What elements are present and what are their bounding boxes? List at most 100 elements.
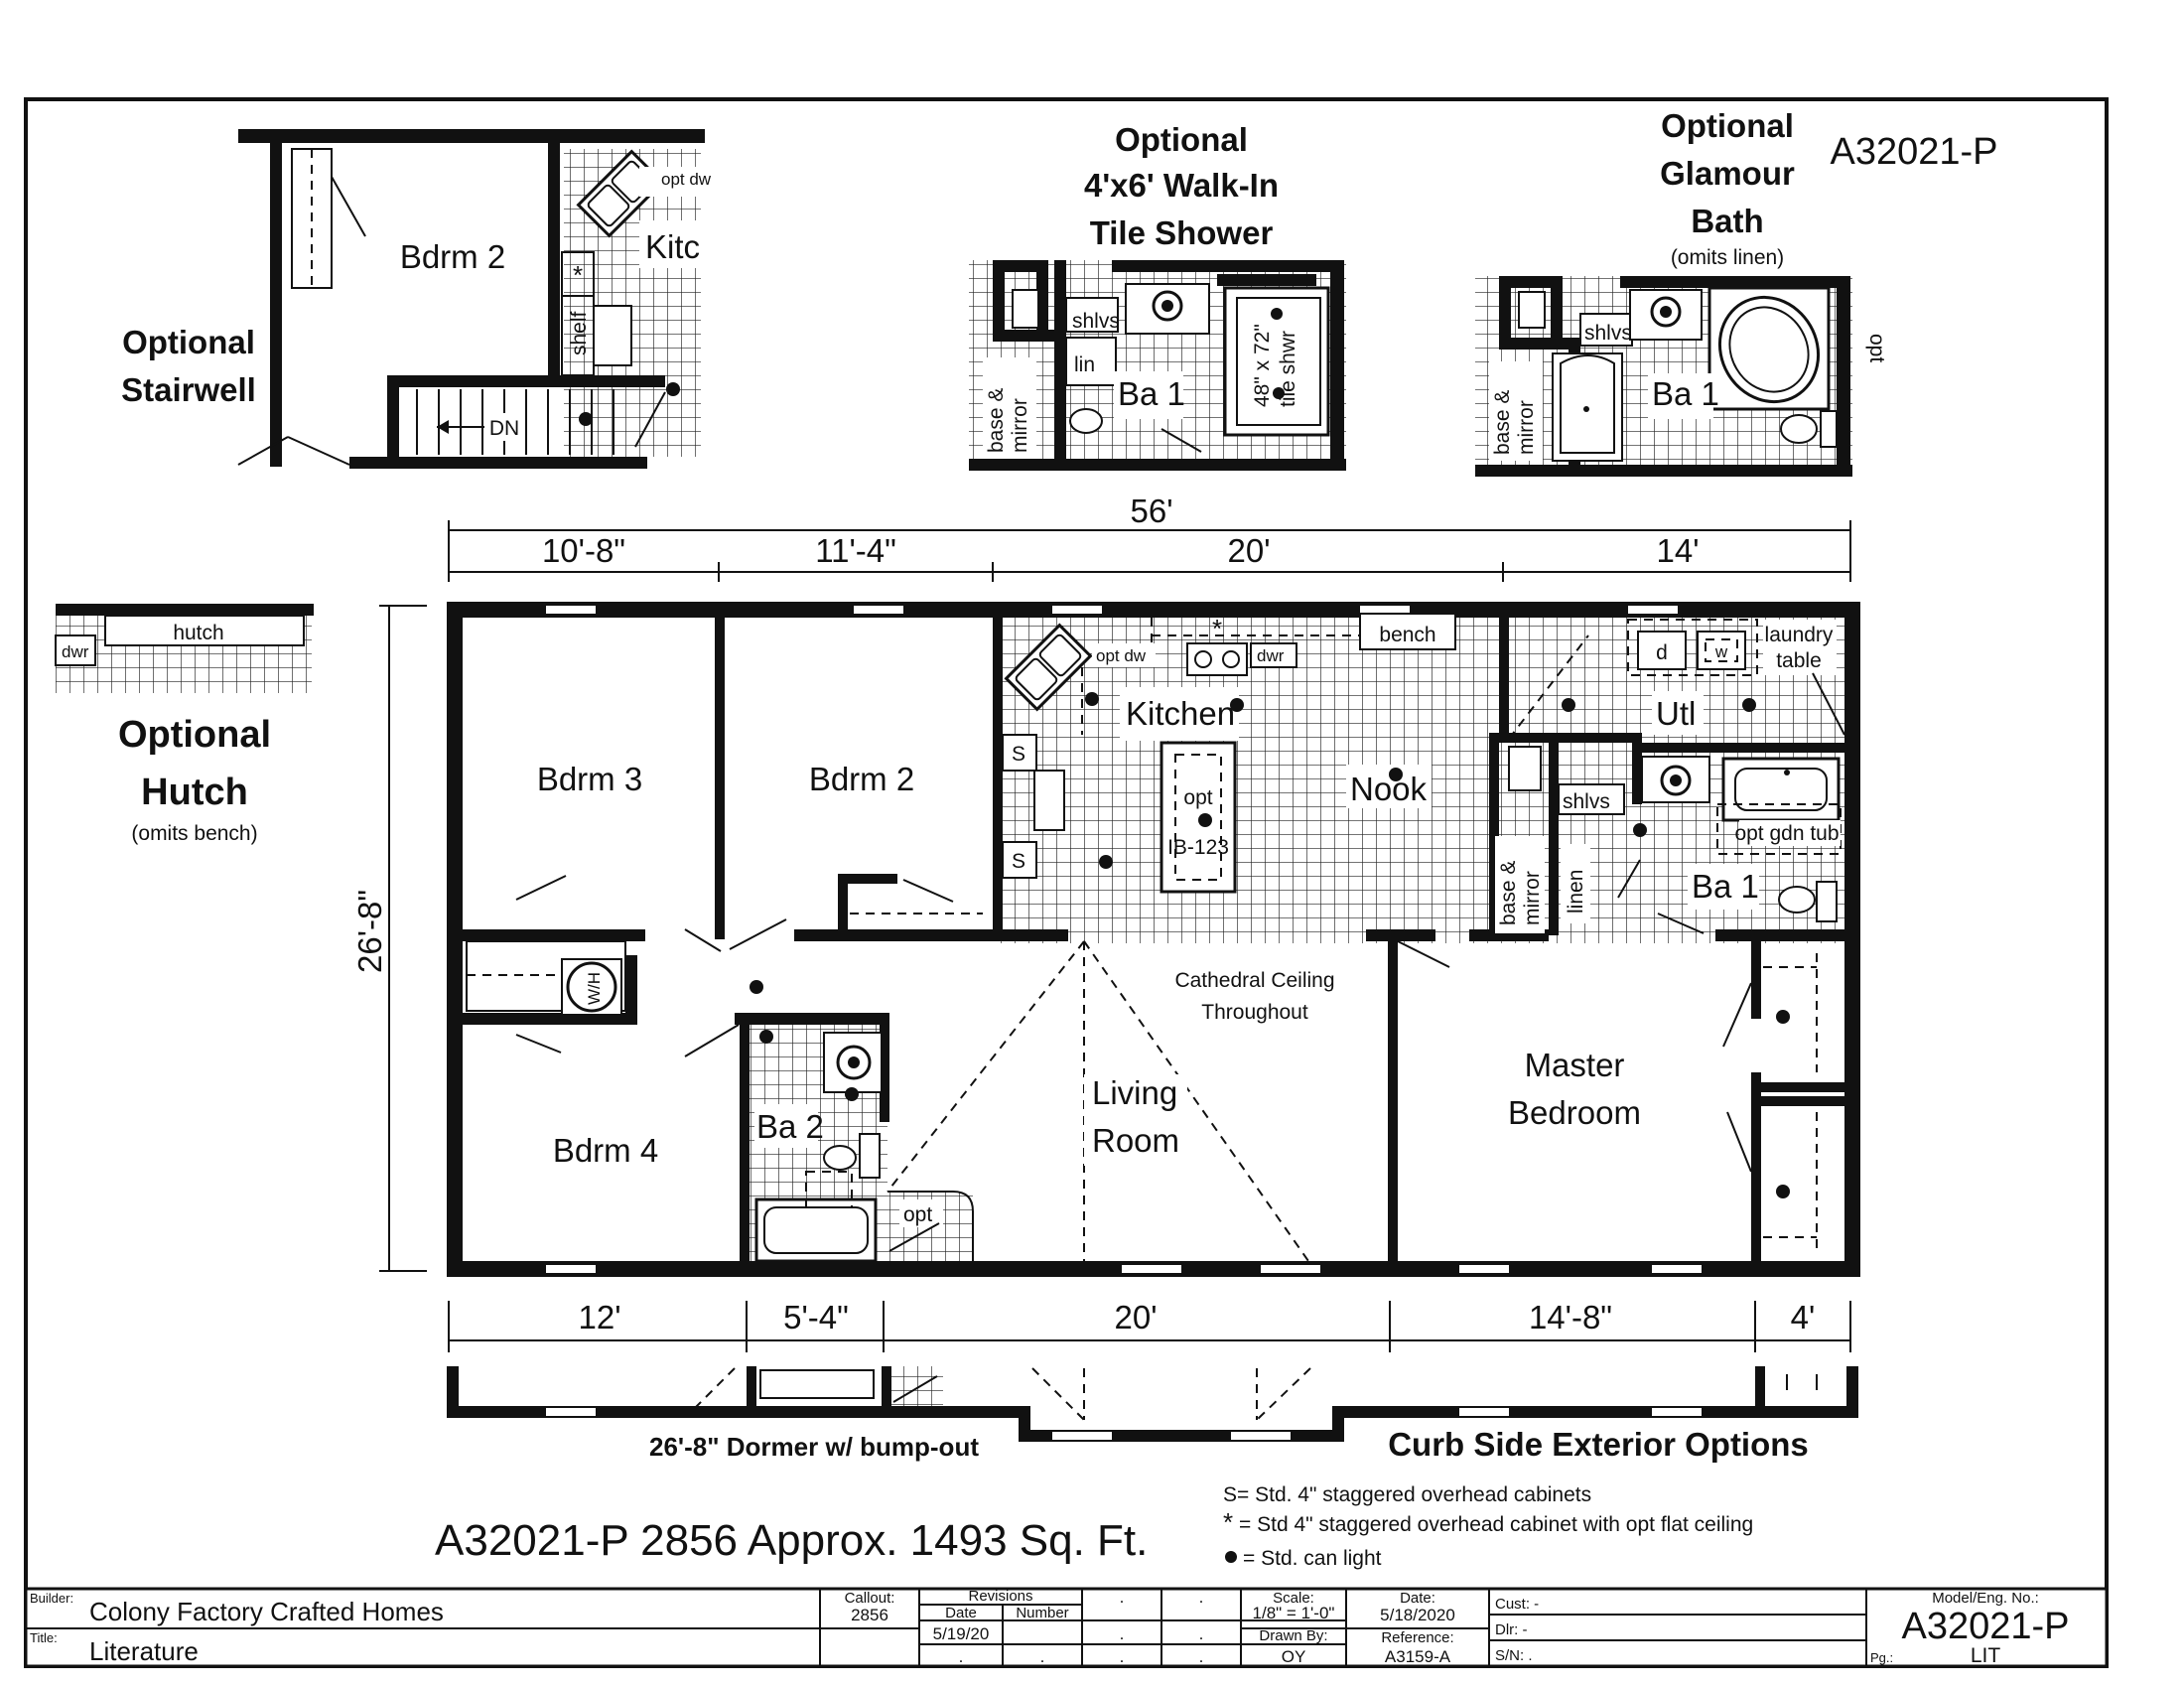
water-heater-label: W/H: [585, 972, 604, 1005]
stairwell-title-2: Stairwell: [121, 371, 256, 408]
glamour-mirror: mirror: [1515, 400, 1538, 455]
shower-title-1: Optional: [1115, 121, 1248, 158]
island-model: IB-123: [1167, 836, 1229, 859]
shower-tile: tile shwr: [1277, 331, 1299, 407]
legend-light-dot: [1225, 1551, 1237, 1563]
legend-star: *: [1223, 1507, 1233, 1537]
glamour-bath-inset: shlvs Ba 1 base & mirror opt: [1475, 276, 1888, 477]
tb-dot-7: .: [1120, 1647, 1125, 1666]
tb-dot-1: .: [1120, 1588, 1125, 1607]
tb-date-label: Date:: [1400, 1590, 1435, 1607]
tb-date: 5/18/2020: [1380, 1606, 1455, 1624]
shower-size: 48" x 72": [1251, 324, 1274, 407]
curb-side-label: Curb Side Exterior Options: [1388, 1426, 1809, 1463]
tb-builder-label: Builder:: [30, 1591, 73, 1606]
tb-title: Literature: [89, 1636, 199, 1666]
tb-dot-6: .: [1040, 1647, 1045, 1666]
glamour-title-2: Glamour: [1660, 155, 1795, 192]
room-bdrm3: Bdrm 3: [537, 761, 642, 797]
ba2-opt: opt: [903, 1203, 932, 1226]
shower-bath: Ba 1: [1118, 375, 1185, 412]
cabinet-s-2: S: [1012, 850, 1025, 873]
tb-rev-date-col: Date: [945, 1605, 977, 1621]
glamour-title-3: Bath: [1691, 203, 1763, 239]
tb-pg-label: Pg.:: [1870, 1650, 1893, 1665]
cathedral-1: Cathedral Ceiling: [1174, 969, 1334, 992]
tb-model: A32021-P: [1901, 1606, 2069, 1647]
tb-dot-4: .: [1199, 1624, 1204, 1643]
dim-top-3: 20': [1227, 532, 1270, 569]
legend-line-2: = Std 4" staggered overhead cabinet with…: [1239, 1513, 1753, 1536]
bench-label: bench: [1379, 624, 1435, 646]
tb-dot-5: .: [959, 1647, 964, 1666]
tb-builder: Colony Factory Crafted Homes: [89, 1597, 444, 1626]
room-master-1: Master: [1525, 1047, 1625, 1083]
glamour-base: base &: [1491, 390, 1514, 455]
dim-top-2: 11'-4": [815, 532, 896, 569]
dim-depth: 26'-8": [351, 890, 388, 973]
hutch-title-2: Hutch: [141, 772, 248, 813]
hutch-title-1: Optional: [118, 714, 271, 756]
shower-title-3: Tile Shower: [1090, 214, 1274, 251]
stairwell-title-1: Optional: [122, 324, 255, 360]
tb-pg: LIT: [1971, 1644, 2001, 1667]
ba1-base: base &: [1497, 861, 1520, 925]
shower-base: base &: [985, 388, 1008, 453]
dim-bottom-3: 20': [1114, 1299, 1157, 1336]
room-utl: Utl: [1656, 695, 1696, 732]
room-ba1: Ba 1: [1692, 868, 1759, 905]
optional-hutch-inset: dwr hutch: [55, 604, 314, 693]
stair-inset-shelf: shelf: [568, 311, 591, 355]
dim-top-4: 14': [1656, 532, 1699, 569]
room-bdrm4: Bdrm 4: [553, 1132, 658, 1169]
bottom-dimensions: 12' 5'-4" 20' 14'-8" 4': [448, 1299, 1851, 1352]
tb-ref: A3159-A: [1385, 1647, 1451, 1666]
dryer-label: d: [1656, 641, 1668, 664]
tb-callout-label: Callout:: [845, 1590, 895, 1607]
tb-dot-8: .: [1199, 1647, 1204, 1666]
dim-bottom-5: 4': [1791, 1299, 1816, 1336]
opt-dw-label: opt dw: [1096, 646, 1147, 665]
stair-treads: [416, 389, 614, 455]
island-opt: opt: [1183, 786, 1212, 809]
glamour-title-1: Optional: [1661, 107, 1794, 144]
laundry-label-2: table: [1776, 649, 1822, 672]
tb-revisions: Revisions: [968, 1588, 1032, 1605]
room-living-1: Living: [1092, 1074, 1177, 1111]
stair-inset-opt-dw: opt dw: [661, 170, 712, 189]
cabinet-s-1: S: [1012, 743, 1025, 766]
tb-dlr: Dlr: -: [1495, 1621, 1528, 1638]
tb-drawn: OY: [1282, 1647, 1306, 1666]
room-nook: Nook: [1350, 771, 1428, 807]
hutch-dwr: dwr: [62, 642, 89, 661]
top-dimensions: 56' 10'-8" 11'-4" 20' 14': [448, 492, 1851, 582]
cathedral-2: Throughout: [1201, 1001, 1308, 1024]
tb-dot-2: .: [1199, 1588, 1204, 1607]
walkin-shower-inset: shlvs lin 48" x 72" tile shwr Ba 1 base …: [969, 260, 1346, 471]
tb-cust: Cust: -: [1495, 1596, 1539, 1613]
room-bdrm2: Bdrm 2: [809, 761, 914, 797]
washer-label: w: [1714, 642, 1728, 661]
tb-scale-label: Scale:: [1273, 1590, 1314, 1607]
optional-stairwell-inset: DN Bdrm 2 opt dw Kitc * shelf: [237, 129, 712, 469]
overall-width-dim: 56': [1130, 492, 1172, 529]
hutch-note: (omits bench): [131, 822, 257, 845]
shower-linen: lin: [1074, 353, 1095, 376]
tb-callout: 2856: [851, 1606, 888, 1624]
shower-mirror: mirror: [1009, 398, 1031, 453]
laundry-label-1: laundry: [1765, 624, 1834, 646]
hutch-label: hutch: [173, 622, 223, 644]
svg-text:*: *: [1212, 614, 1222, 643]
plan-summary: A32021-P 2856 Approx. 1493 Sq. Ft.: [435, 1516, 1148, 1565]
tb-model-label: Model/Eng. No.:: [1932, 1590, 2039, 1607]
dim-bottom-1: 12': [578, 1299, 620, 1336]
tb-drawn-label: Drawn By:: [1259, 1627, 1327, 1644]
glamour-bath: Ba 1: [1652, 375, 1719, 412]
dormer-label: 26'-8" Dormer w/ bump-out: [649, 1432, 979, 1462]
tb-rev-number-col: Number: [1016, 1605, 1068, 1621]
title-block: Builder: Colony Factory Crafted Homes Ti…: [24, 1587, 2109, 1668]
tb-title-label: Title:: [30, 1630, 58, 1645]
model-code: A32021-P: [1830, 131, 1997, 173]
legend-line-1: S= Std. 4" staggered overhead cabinets: [1223, 1483, 1591, 1506]
